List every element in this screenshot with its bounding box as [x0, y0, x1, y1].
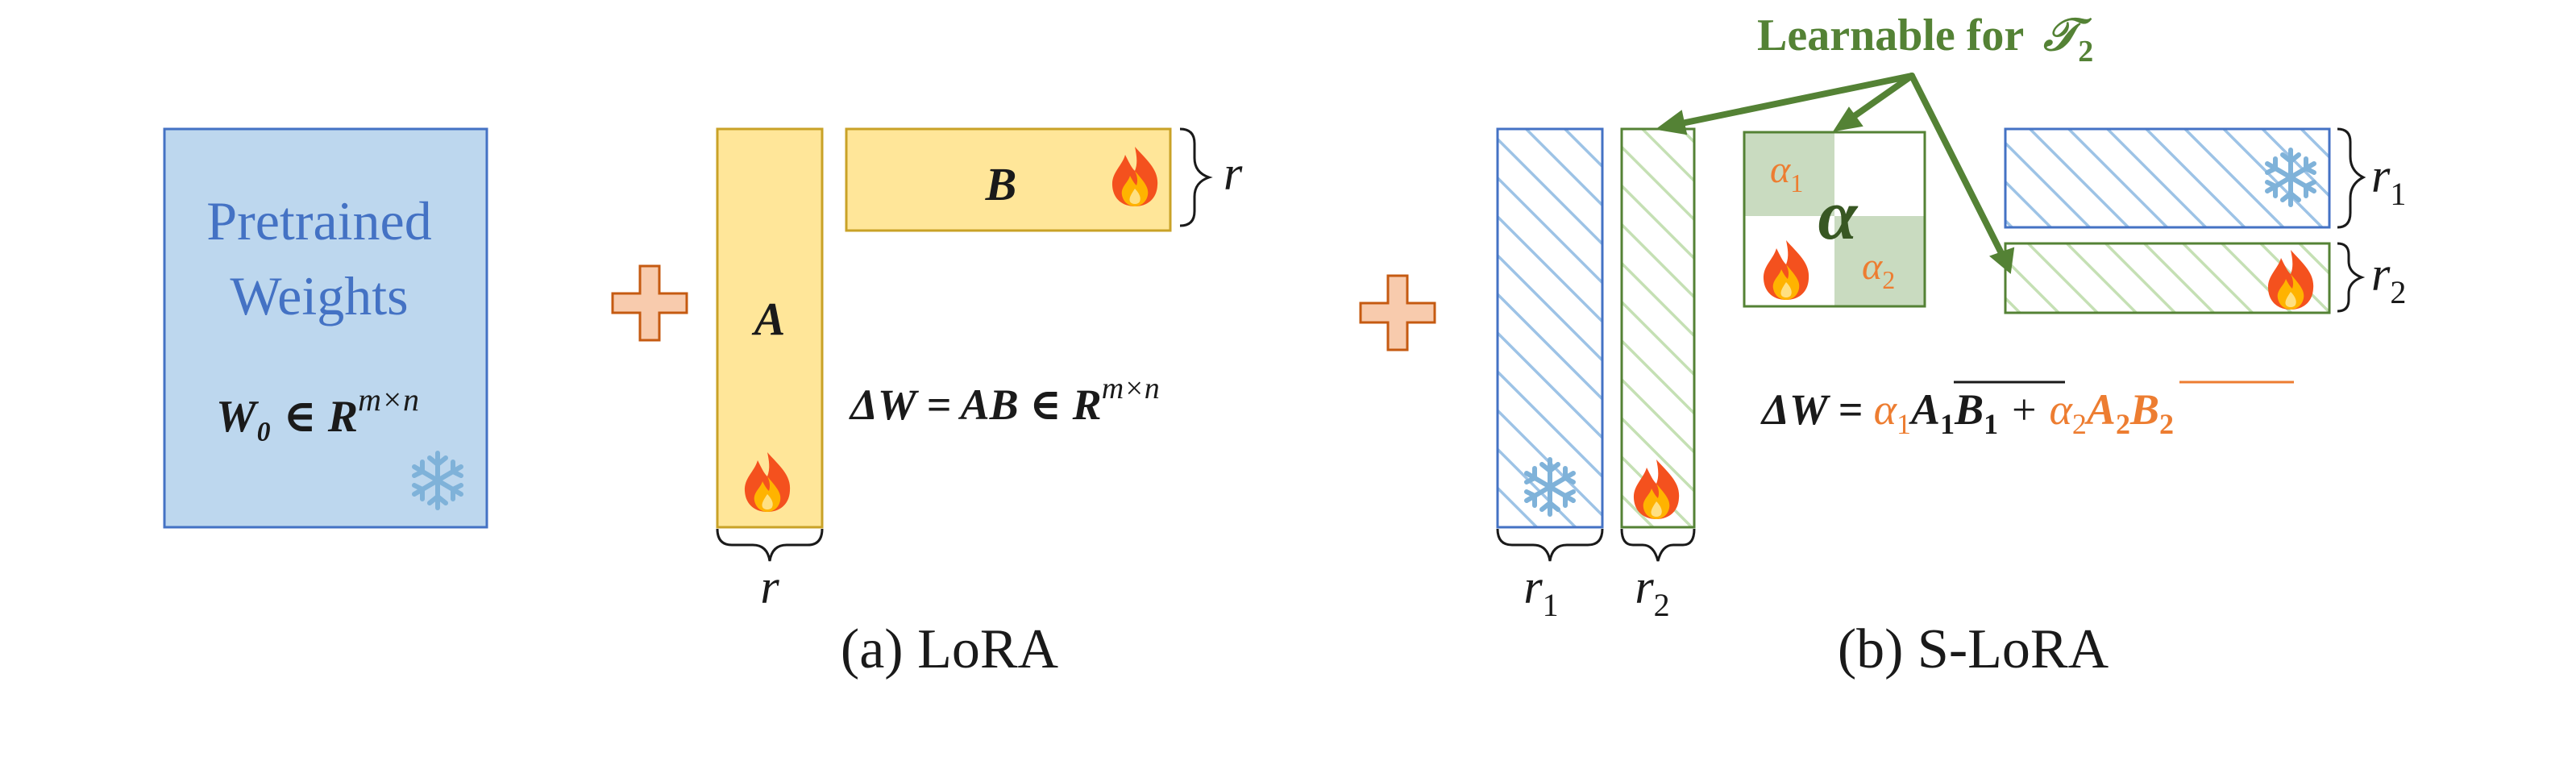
alpha-matrix [1743, 131, 1926, 308]
rank-a-label: r [760, 560, 779, 613]
brace-b [1179, 127, 1213, 227]
brace-a2 [1620, 528, 1696, 562]
matrix-b-label: B [985, 158, 1017, 210]
plus-icon [1359, 274, 1436, 351]
matrix-b1 [2004, 127, 2331, 229]
plus-icon [611, 264, 688, 342]
fire-icon [1763, 240, 1809, 300]
rank-r2-label: r2 [1635, 560, 1669, 623]
alpha-big-label: α [1818, 177, 1859, 255]
slora-formula: ΔW = α1A1B1 + α2A2B2 [1760, 385, 2174, 440]
matrix-a-label: A [752, 293, 786, 345]
brace-a [716, 528, 824, 562]
pretrained-label-line1: Pretrained [206, 190, 431, 252]
delta-w-formula: ΔW = AB ∈ Rm×n [849, 372, 1160, 429]
pretrained-label-line2: Weights [230, 265, 408, 326]
brace-a1 [1496, 528, 1604, 562]
w0-formula: W₀ ∈ Rm×n [216, 381, 419, 442]
brace-b1 [2337, 127, 2366, 229]
rank-b-label: r [1224, 147, 1243, 200]
caption-b: (b) S-LoRA [1838, 618, 2109, 680]
arrow-icon [1655, 73, 2015, 274]
matrix-a2 [1620, 127, 1696, 529]
alpha1-cell-label: α1 [1770, 148, 1803, 198]
rank-r1-label: r1 [1523, 560, 1558, 623]
lora-panel: Pretrained Weights W₀ ∈ Rm×n A r B r ΔW … [163, 127, 1243, 680]
rank-r1-right-label: r1 [2371, 149, 2406, 212]
alpha2-cell-label: α2 [1862, 245, 1895, 294]
rank-r2-right-label: r2 [2371, 247, 2406, 310]
caption-a: (a) LoRA [841, 618, 1059, 680]
brace-b2 [2337, 242, 2366, 313]
matrix-b [845, 127, 1172, 232]
